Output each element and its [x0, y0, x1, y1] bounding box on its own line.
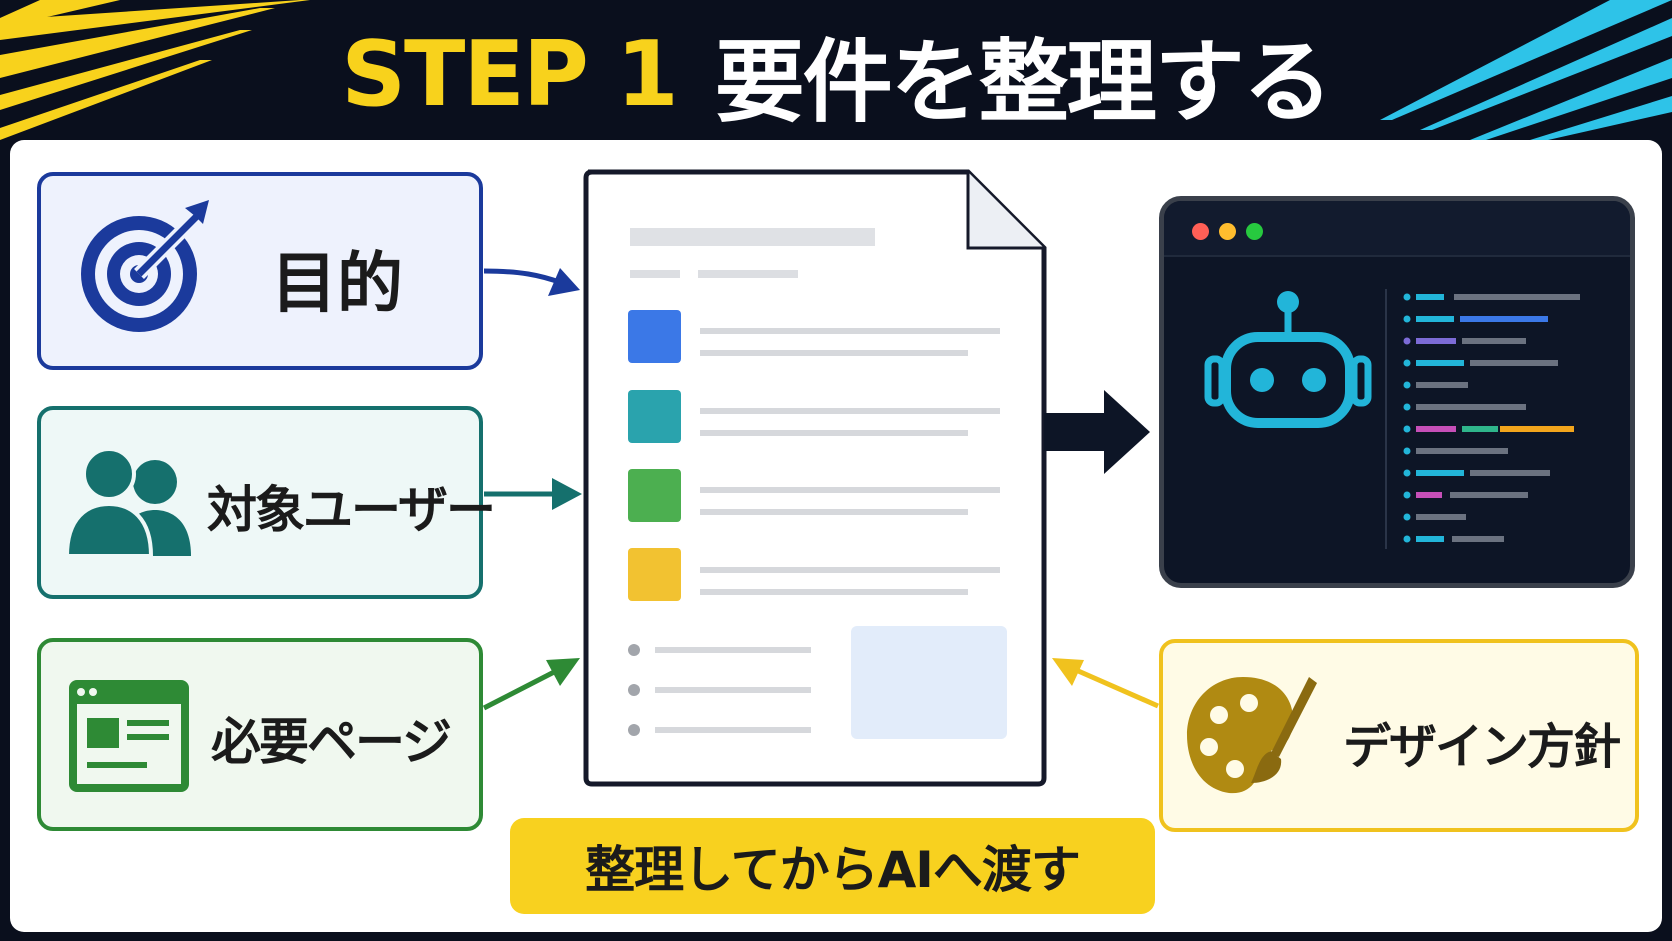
card-label-purpose: 目的 [271, 245, 403, 322]
card-label-target-users: 対象ユーザー [207, 481, 496, 539]
minimize-dot [1219, 223, 1236, 240]
close-dot [1192, 223, 1209, 240]
code-lines [1403, 293, 1580, 543]
card-purpose: 目的 [37, 172, 483, 370]
robot-icon [1204, 289, 1580, 549]
page-title: STEP 1 要件を整理する [0, 14, 1672, 136]
callout-banner: 整理してからAIへ渡す [510, 818, 1155, 914]
card-required-pages: 必要ページ [37, 638, 483, 831]
palette-icon [1187, 677, 1317, 794]
webpage-icon [69, 680, 189, 792]
ai-code-window [1159, 196, 1635, 588]
step-label: STEP 1 [341, 21, 679, 127]
card-target-users: 対象ユーザー [37, 406, 496, 599]
target-icon [81, 200, 209, 332]
users-icon [67, 448, 191, 558]
window-title-bar [1164, 201, 1630, 257]
card-label-design-direction: デザイン方針 [1343, 719, 1621, 775]
card-label-required-pages: 必要ページ [211, 713, 452, 771]
card-design-direction: デザイン方針 [1159, 639, 1639, 832]
maximize-dot [1246, 223, 1263, 240]
title-text: 要件を整理する [714, 30, 1333, 135]
